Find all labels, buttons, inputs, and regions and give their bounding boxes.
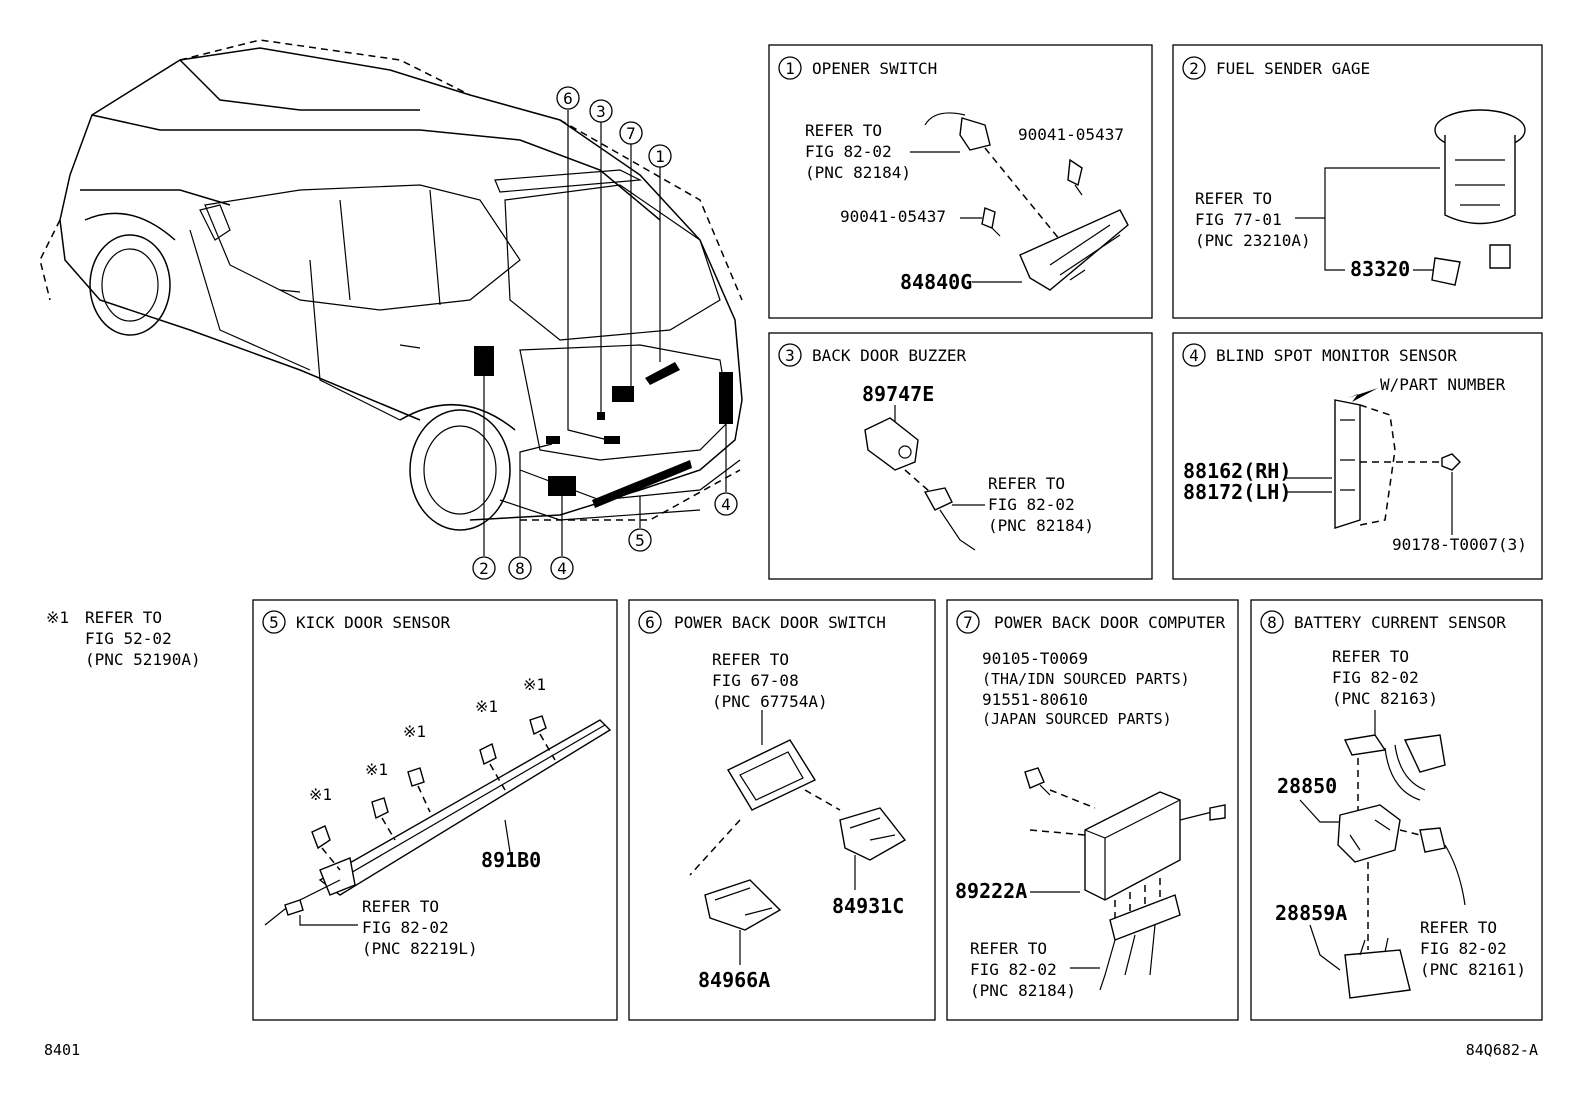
source-note: (THA/IDN SOURCED PARTS) <box>982 670 1190 688</box>
refer-line: FIG 82-02 <box>362 918 449 937</box>
part-number: 84931C <box>832 894 904 918</box>
note-mark: ※1 <box>365 760 388 779</box>
annotation: W/PART NUMBER <box>1380 375 1506 394</box>
note-line: REFER TO <box>85 608 162 627</box>
panel-title: OPENER SWITCH <box>812 59 937 78</box>
refer-line: (PNC 82184) <box>970 981 1076 1000</box>
note-line: FIG 52-02 <box>85 629 172 648</box>
panel-kick-door-sensor: 5 KICK DOOR SENSOR ※1 ※1 ※1 ※1 ※1 891B0 … <box>252 599 618 1021</box>
part-number: 89222A <box>955 879 1027 903</box>
refer-line: REFER TO <box>970 939 1047 958</box>
callout-4a: 4 <box>557 559 567 578</box>
callout-2: 2 <box>479 559 489 578</box>
note-refer: ※1 REFER TO FIG 52-02 (PNC 52190A) <box>46 608 201 669</box>
refer-line: REFER TO <box>1195 189 1272 208</box>
refer-line: REFER TO <box>362 897 439 916</box>
panel-title: FUEL SENDER GAGE <box>1216 59 1370 78</box>
panel-title: BACK DOOR BUZZER <box>812 346 966 365</box>
panel-number: 8 <box>1267 613 1277 632</box>
panel-number: 2 <box>1189 59 1199 78</box>
refer-line: REFER TO <box>1420 918 1497 937</box>
footer-figure-number: 8401 <box>44 1041 80 1059</box>
refer-line: REFER TO <box>805 121 882 140</box>
refer-line: FIG 82-02 <box>970 960 1057 979</box>
source-note: (JAPAN SOURCED PARTS) <box>982 710 1172 728</box>
refer-line: (PNC 82219L) <box>362 939 478 958</box>
part-number: 28859A <box>1275 901 1347 925</box>
refer-line: (PNC 82184) <box>805 163 911 182</box>
callout-5: 5 <box>635 531 645 550</box>
refer-line: FIG 77-01 <box>1195 210 1282 229</box>
panel-title: POWER BACK DOOR SWITCH <box>674 613 886 632</box>
part-number: 90041-05437 <box>840 207 946 226</box>
note-mark: ※1 <box>523 675 546 694</box>
panel-number: 1 <box>785 59 795 78</box>
callout-6: 6 <box>563 89 573 108</box>
callout-1: 1 <box>655 147 665 166</box>
panel-power-back-door-computer: 7 POWER BACK DOOR COMPUTER 90105-T0069 (… <box>946 599 1239 1021</box>
panel-number: 7 <box>963 613 973 632</box>
part-number: 91551-80610 <box>982 690 1088 709</box>
part-number: 88172(LH) <box>1183 480 1291 504</box>
part-number: 891B0 <box>481 848 541 872</box>
refer-line: FIG 82-02 <box>1420 939 1507 958</box>
panel-title: KICK DOOR SENSOR <box>296 613 450 632</box>
part-number: 83320 <box>1350 257 1410 281</box>
vehicle-illustration <box>39 39 743 556</box>
part-number: 90105-T0069 <box>982 649 1088 668</box>
refer-line: FIG 82-02 <box>1332 668 1419 687</box>
refer-line: (PNC 23210A) <box>1195 231 1311 250</box>
refer-line: (PNC 82163) <box>1332 689 1438 708</box>
panel-title: POWER BACK DOOR COMPUTER <box>994 613 1226 632</box>
callout-8: 8 <box>515 559 525 578</box>
panel-number: 6 <box>645 613 655 632</box>
callout-4b: 4 <box>721 495 731 514</box>
panel-number: 4 <box>1189 346 1199 365</box>
refer-line: (PNC 82184) <box>988 516 1094 535</box>
panel-opener-switch: 1 OPENER SWITCH REFER TO FIG 82-02 (PNC … <box>768 44 1153 319</box>
panel-blind-spot-monitor-sensor: 4 BLIND SPOT MONITOR SENSOR W/PART NUMBE… <box>1172 332 1543 580</box>
callout-7: 7 <box>626 124 636 143</box>
part-number: 90041-05437 <box>1018 125 1124 144</box>
panel-back-door-buzzer: 3 BACK DOOR BUZZER 89747E REFER TO FIG 8… <box>768 332 1153 580</box>
callout-3: 3 <box>596 102 606 121</box>
note-mark: ※1 <box>309 785 332 804</box>
part-number: 88162(RH) <box>1183 459 1291 483</box>
part-number: 84966A <box>698 968 770 992</box>
part-number: 84840G <box>900 270 972 294</box>
panel-battery-current-sensor: 8 BATTERY CURRENT SENSOR REFER TO FIG 82… <box>1250 599 1543 1021</box>
note-mark: ※1 <box>475 697 498 716</box>
refer-line: (PNC 82161) <box>1420 960 1526 979</box>
refer-line: REFER TO <box>988 474 1065 493</box>
note-mark: ※1 <box>403 722 426 741</box>
refer-line: FIG 67-08 <box>712 671 799 690</box>
refer-line: FIG 82-02 <box>988 495 1075 514</box>
refer-line: (PNC 67754A) <box>712 692 828 711</box>
panel-power-back-door-switch: 6 POWER BACK DOOR SWITCH REFER TO FIG 67… <box>628 599 936 1021</box>
refer-line: REFER TO <box>1332 647 1409 666</box>
panel-number: 5 <box>269 613 279 632</box>
note-line: (PNC 52190A) <box>85 650 201 669</box>
refer-line: FIG 82-02 <box>805 142 892 161</box>
part-number: 28850 <box>1277 774 1337 798</box>
part-number: 90178-T0007(3) <box>1392 535 1527 554</box>
refer-line: REFER TO <box>712 650 789 669</box>
note-mark: ※1 <box>46 608 69 627</box>
panel-number: 3 <box>785 346 795 365</box>
panel-title: BATTERY CURRENT SENSOR <box>1294 613 1506 632</box>
panel-title: BLIND SPOT MONITOR SENSOR <box>1216 346 1457 365</box>
part-number: 89747E <box>862 382 934 406</box>
footer-illustration-code: 84Q682-A <box>1466 1041 1538 1059</box>
vehicle-callouts: 6 3 7 1 2 8 4 5 4 <box>472 86 738 580</box>
panel-fuel-sender-gage: 2 FUEL SENDER GAGE REFER TO FIG 77-01 (P… <box>1172 44 1543 319</box>
